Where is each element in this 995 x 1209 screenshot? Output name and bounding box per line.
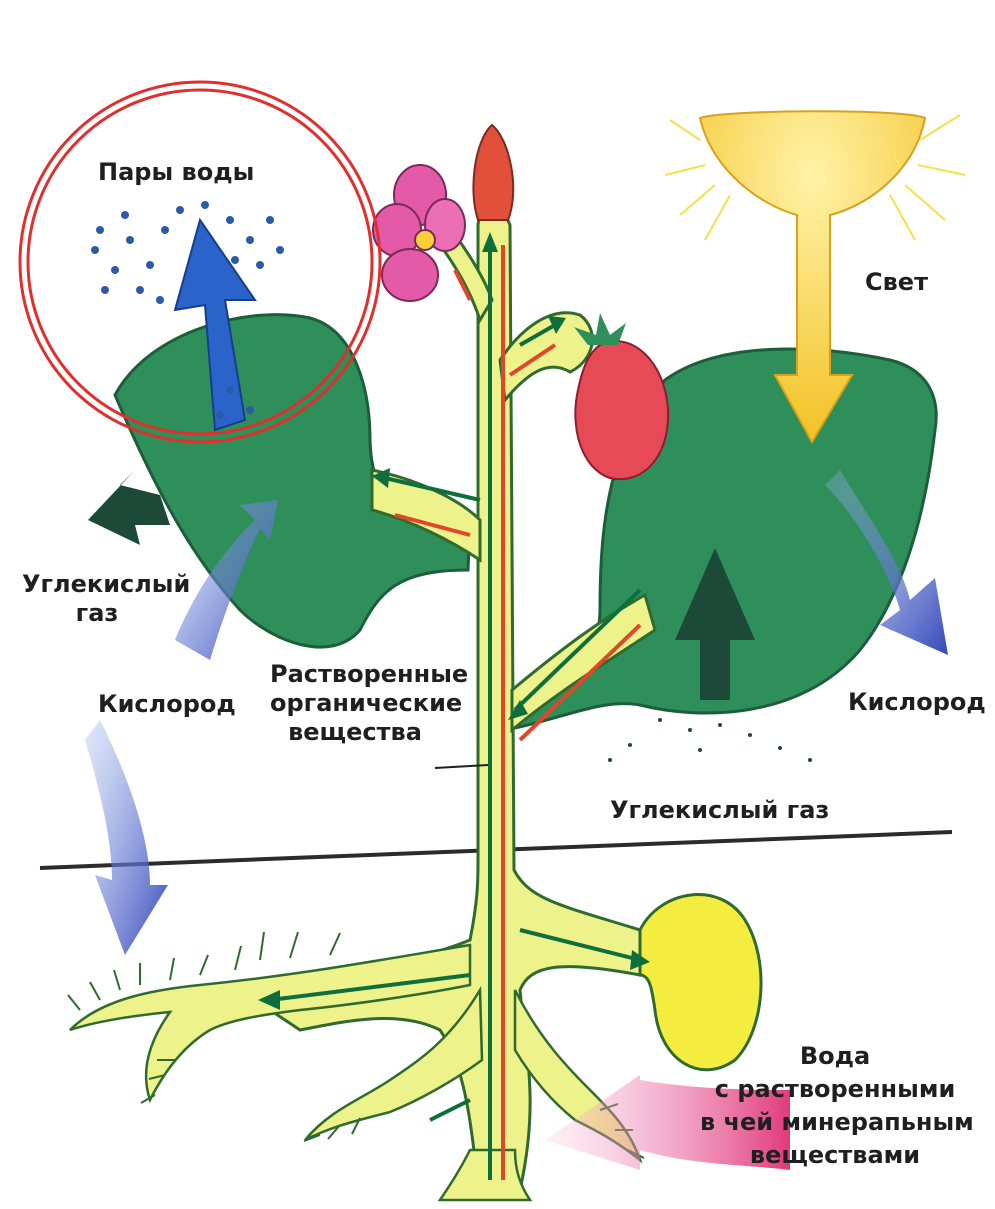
label-water-line3: в чей минерапьным: [700, 1106, 970, 1139]
roots: [70, 945, 640, 1200]
label-organic-line3: вещества: [270, 718, 460, 747]
label-oxygen-left: Кислород: [98, 690, 236, 719]
label-co2-right: Углекислый газ: [610, 796, 829, 825]
label-water-line1: Вода: [700, 1040, 970, 1073]
flower: [373, 165, 465, 301]
label-oxygen-right: Кислород: [848, 688, 986, 717]
label-organic-matter: Растворенные органические вещества: [270, 660, 460, 747]
label-co2-left-line2: газ: [22, 599, 172, 628]
flower-bud: [473, 125, 513, 220]
label-water-vapor: Пары воды: [98, 158, 254, 187]
label-water-line2: с растворенными: [700, 1073, 970, 1106]
label-co2-left-line1: Углекислый: [22, 570, 172, 599]
label-water-minerals: Вода с растворенными в чей минерапьным в…: [700, 1040, 970, 1172]
co2-right-stipple: [608, 718, 812, 762]
label-light: Свет: [865, 268, 928, 297]
strawberry-fruit: [575, 341, 668, 479]
label-organic-line1: Растворенные: [270, 660, 460, 689]
label-organic-line2: органические: [270, 689, 460, 718]
label-co2-left: Углекислый газ: [22, 570, 172, 628]
label-water-line4: веществами: [700, 1139, 970, 1172]
oxygen-left-arrow-lower: [85, 720, 168, 955]
